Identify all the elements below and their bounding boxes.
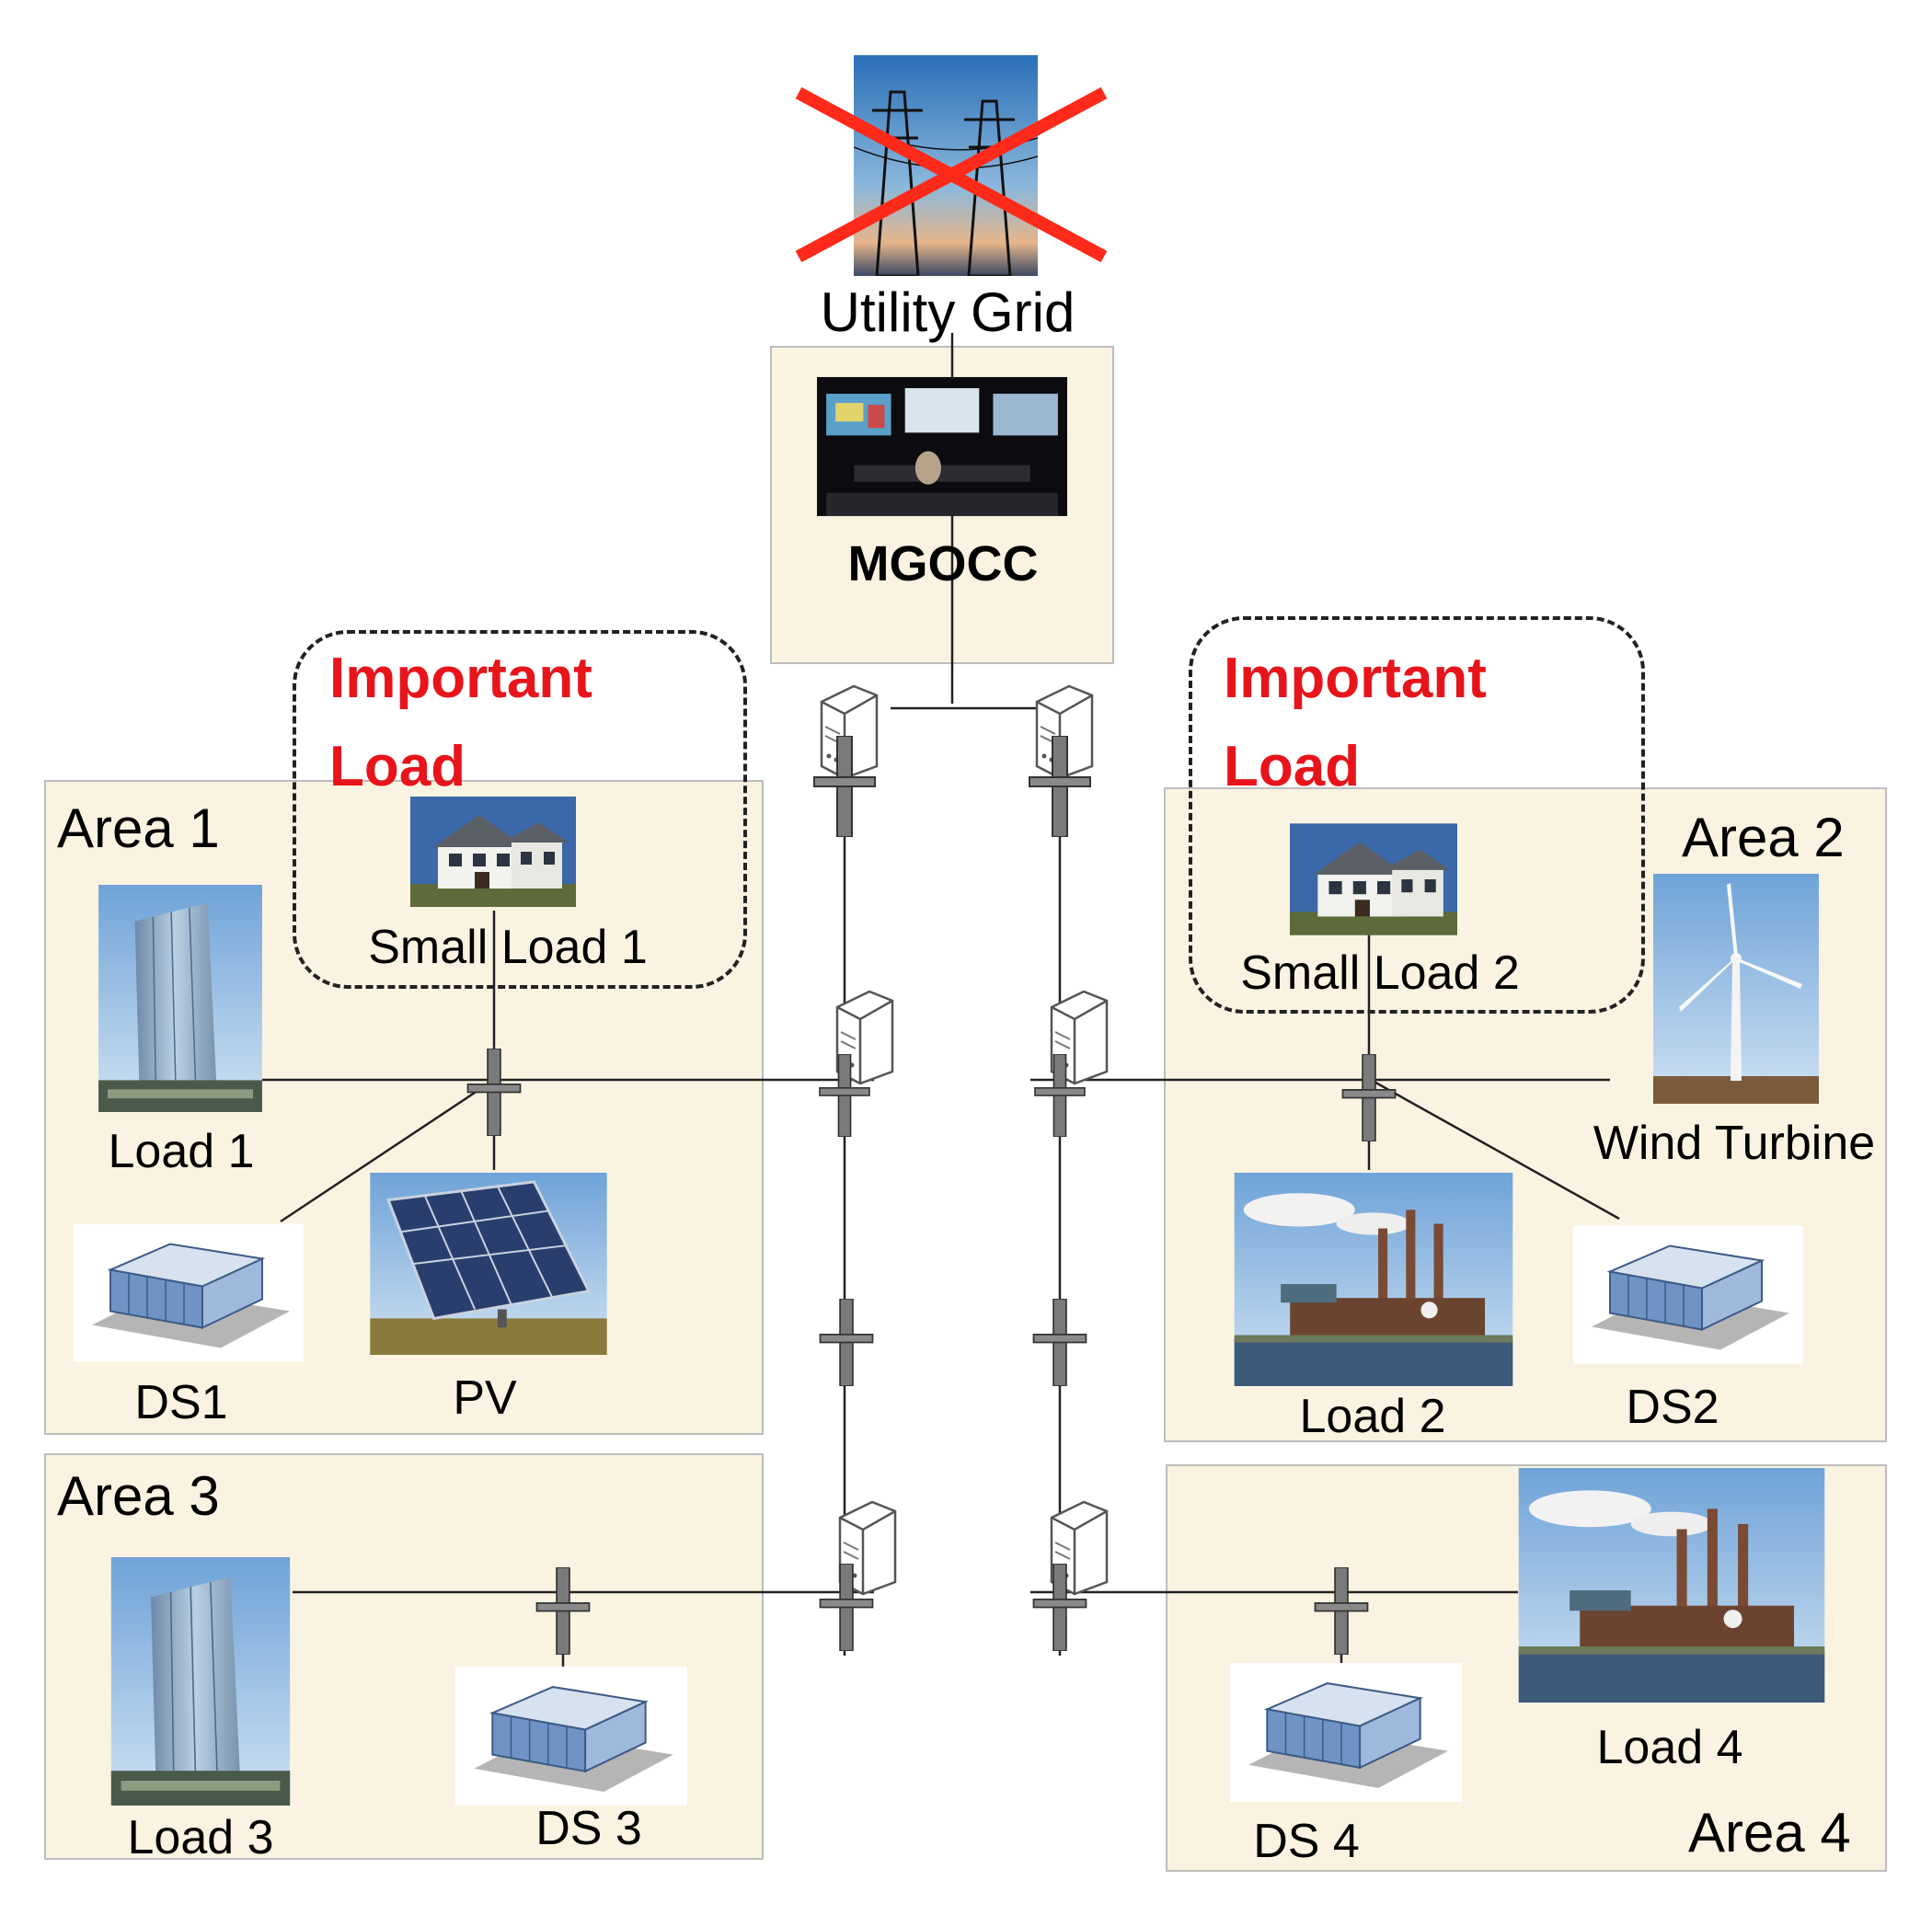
- important-load-region-left: [293, 630, 747, 989]
- breaker-switch-icon: [1028, 1299, 1092, 1386]
- breaker-switch-icon: [1028, 1564, 1092, 1651]
- area-3-label: Area 3: [57, 1465, 220, 1527]
- important-load-left-line1: Important: [329, 647, 592, 710]
- breaker-switch-icon: [812, 736, 877, 837]
- area-4-label: Area 4: [1688, 1802, 1851, 1863]
- ds2-label: DS2: [1626, 1381, 1719, 1434]
- load-3-building-image: [109, 1557, 293, 1806]
- wind-turbine-image: [1653, 874, 1819, 1104]
- ds3-label: DS 3: [535, 1802, 642, 1855]
- small-load-2-house-image: [1290, 815, 1457, 944]
- ds3-storage-image: [455, 1665, 687, 1807]
- important-load-right-line2: Load: [1224, 735, 1361, 798]
- area-2-label: Area 2: [1682, 807, 1845, 868]
- disconnected-cross-icon: [795, 87, 1108, 262]
- load-4-factory-image: [1516, 1468, 1827, 1703]
- load-3-label: Load 3: [127, 1811, 274, 1864]
- utility-grid-label: Utility Grid: [820, 281, 1075, 343]
- breaker-switch-icon: [814, 1299, 879, 1386]
- breaker-switch-icon: [1028, 1054, 1092, 1137]
- breaker-switch-icon: [462, 1049, 526, 1136]
- load-1-label: Load 1: [108, 1125, 255, 1178]
- pv-label: PV: [453, 1371, 517, 1425]
- ds1-label: DS1: [134, 1376, 228, 1429]
- breaker-switch-icon: [531, 1567, 595, 1655]
- small-load-1-label: Small Load 1: [368, 921, 648, 974]
- load-1-building-image: [97, 885, 264, 1112]
- small-load-2-label: Small Load 2: [1240, 946, 1520, 1000]
- breaker-switch-icon: [814, 1564, 879, 1651]
- ds4-storage-image: [1230, 1661, 1462, 1804]
- wind-turbine-label: Wind Turbine: [1593, 1117, 1876, 1170]
- load-4-label: Load 4: [1596, 1721, 1743, 1774]
- breaker-switch-icon: [812, 1054, 877, 1137]
- important-load-left-line2: Load: [329, 735, 466, 798]
- load-2-factory-image: [1233, 1173, 1514, 1386]
- mgocc-label: MGOCC: [847, 536, 1039, 591]
- important-load-region-right: [1189, 616, 1645, 1014]
- important-load-right-line1: Important: [1224, 647, 1487, 710]
- area-1-label: Area 1: [57, 797, 220, 859]
- breaker-switch-icon: [1028, 736, 1092, 837]
- ds1-storage-image: [74, 1221, 304, 1364]
- ds4-label: DS 4: [1253, 1815, 1360, 1868]
- pv-solar-panel-image: [368, 1173, 609, 1355]
- control-center-image: [817, 361, 1067, 532]
- load-2-label: Load 2: [1299, 1390, 1446, 1443]
- breaker-switch-icon: [1337, 1054, 1401, 1141]
- breaker-switch-icon: [1309, 1567, 1374, 1655]
- small-load-1-house-image: [409, 797, 577, 907]
- ds2-storage-image: [1573, 1223, 1803, 1366]
